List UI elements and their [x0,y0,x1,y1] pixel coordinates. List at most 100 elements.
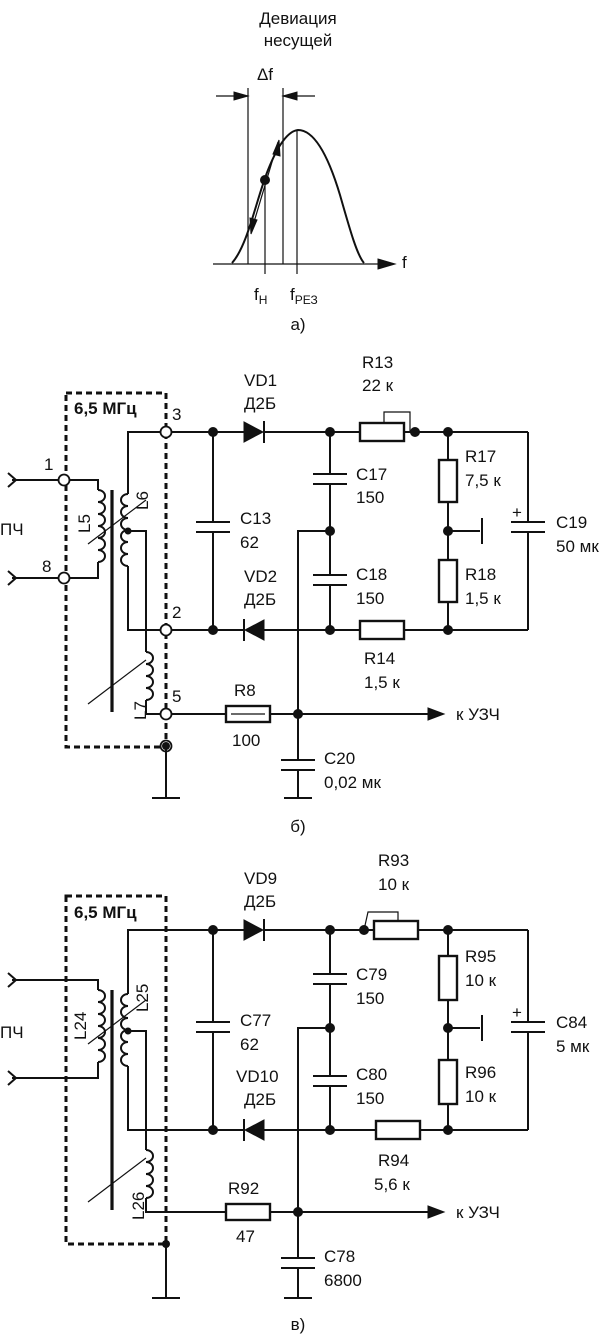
r13-ref: R13 [362,353,393,372]
resonance-curve [231,128,365,264]
figure-c-caption: в) [291,1315,306,1334]
c20-value: 0,02 мк [324,773,381,792]
r93-ref: R93 [378,851,409,870]
c77-value: 62 [240,1035,259,1054]
output-arrow-c [427,1205,446,1219]
c13-value: 62 [240,533,259,552]
c84-polarity: + [512,1003,522,1022]
vd2-type: Д2Б [244,590,276,609]
coil-l26 [145,1149,154,1199]
r13-wiper [383,411,411,432]
resistor-r94 [374,1119,422,1141]
c19-value: 50 мк [556,537,599,556]
r95-ref: R95 [465,947,496,966]
r17-value: 7,5 к [465,471,501,490]
pin-1-terminal [57,473,71,487]
c19-ref: C19 [556,513,587,532]
input-arrow-8 [7,570,18,586]
figure-a-caption: а) [290,315,305,334]
pin-3-terminal [159,425,173,439]
output-arrow [427,707,446,721]
deviation-title-line1: Девиация [259,9,336,28]
resistor-r18 [437,558,459,604]
c77-ref: C77 [240,1011,271,1030]
l5-label: L5 [75,514,94,533]
resistor-r95 [437,954,459,1002]
l6-label: L6 [133,491,152,510]
l7-label: L7 [131,701,150,720]
shield-frequency-label-c: 6,5 МГц [74,903,137,922]
c78-value: 6800 [324,1271,362,1290]
if-input-label: ПЧ [0,520,24,539]
tuning-arrow-l7 [87,659,147,705]
input-arrow-top-c [7,972,18,988]
deviation-title-line2: несущей [264,31,333,50]
deviation-tangent-arrow [250,141,279,233]
c20-ref: C20 [324,749,355,768]
c18-value: 150 [356,589,384,608]
figure-b-caption: б) [290,817,305,836]
figure-a-response-curve: Девиация несущей Δf f fН fРЕЗ а) [213,9,407,334]
resistor-r93 [372,919,420,941]
r93-value: 10 к [378,875,410,894]
l26-label: L26 [129,1192,148,1220]
tuning-arrow-l26 [87,1157,147,1203]
r13-value: 22 к [362,376,394,395]
c19-polarity: + [512,503,522,522]
r96-value: 10 к [465,1087,497,1106]
f-axis-arrowhead [377,258,397,270]
r96-ref: R96 [465,1063,496,1082]
r92-ref: R92 [228,1179,259,1198]
r94-ref: R94 [378,1151,409,1170]
r14-ref: R14 [364,649,395,668]
coil-l24 [97,989,106,1063]
output-label-c: к УЗЧ [456,1203,500,1222]
c80-ref: C80 [356,1065,387,1084]
r17-ref: R17 [465,447,496,466]
c18-ref: C18 [356,565,387,584]
l25-label: L25 [133,984,152,1012]
c84-ref: C84 [556,1013,587,1032]
pin-5-label: 5 [172,687,181,706]
f-axis-label: f [402,253,407,272]
fres-label: fРЕЗ [290,285,318,307]
fn-label: fН [254,285,267,307]
tuning-arrow-l5-l6 [87,499,147,545]
diode-vd1 [243,421,265,443]
pin-8-label: 8 [42,557,51,576]
r18-ref: R18 [465,565,496,584]
diode-vd2 [243,619,265,641]
pin-3-label: 3 [172,405,181,424]
pin-2-terminal [159,623,173,637]
coil-l7 [145,651,154,701]
resistor-r13 [358,421,406,443]
vd10-type: Д2Б [244,1090,276,1109]
r14-value: 1,5 к [364,673,400,692]
pin-8-terminal [57,571,71,585]
if-transformer-shield [64,391,168,749]
r18-value: 1,5 к [465,589,501,608]
c78-ref: C78 [324,1247,355,1266]
shield-frequency-label: 6,5 МГц [74,399,137,418]
diode-vd10 [243,1119,265,1141]
resistor-r17 [437,458,459,504]
resistor-r92 [224,1202,272,1222]
c17-value: 150 [356,488,384,507]
c79-ref: C79 [356,965,387,984]
r8-value: 100 [232,731,260,750]
vd1-type: Д2Б [244,394,276,413]
pin-1-label: 1 [44,455,53,474]
c84-value: 5 мк [556,1037,590,1056]
delta-f-label: Δf [257,65,273,84]
resistor-r14 [358,619,406,641]
c79-value: 150 [356,989,384,1008]
output-label: к УЗЧ [456,705,500,724]
c80-value: 150 [356,1089,384,1108]
operating-point [260,175,270,185]
l24-label: L24 [71,1012,90,1040]
coil-l5 [97,489,106,563]
vd2-ref: VD2 [244,567,277,586]
c17-ref: C17 [356,465,387,484]
figure-c-schematic: 6,5 МГц ПЧ L24 L25 L26 VD9 Д2Б [0,851,590,1334]
